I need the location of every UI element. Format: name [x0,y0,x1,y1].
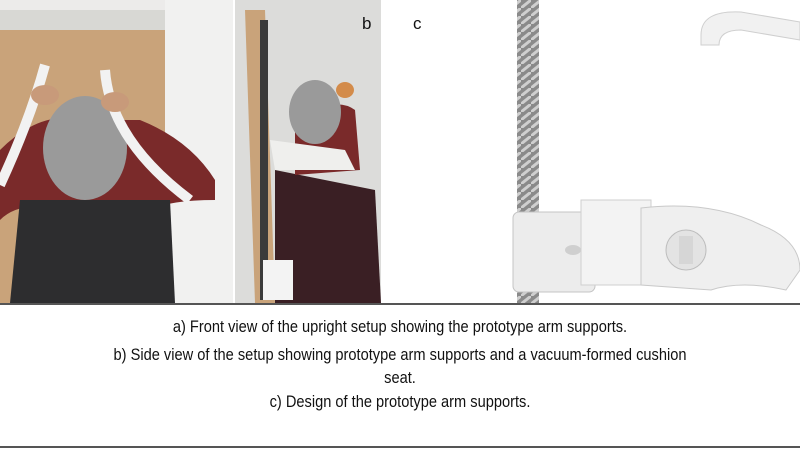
caption-line-b-continued: seat. [384,368,416,387]
side-view-illustration [235,0,381,303]
caption-line-a: a) Front view of the upright setup showi… [172,317,628,336]
arm-support-render [512,0,800,303]
caption-bottom-rule [0,446,800,448]
caption-line-b: b) Side view of the setup showing protot… [113,345,687,364]
caption-top-rule [0,303,800,305]
photo-front-view [0,0,233,303]
panel-label-c: c [413,14,422,33]
front-view-illustration [0,0,233,303]
photo-side-view: b [235,0,381,303]
caption-line-c: c) Design of the prototype arm supports. [269,392,531,411]
render-arm-support-design: c [381,0,800,303]
panel-label-b: b [362,14,372,33]
